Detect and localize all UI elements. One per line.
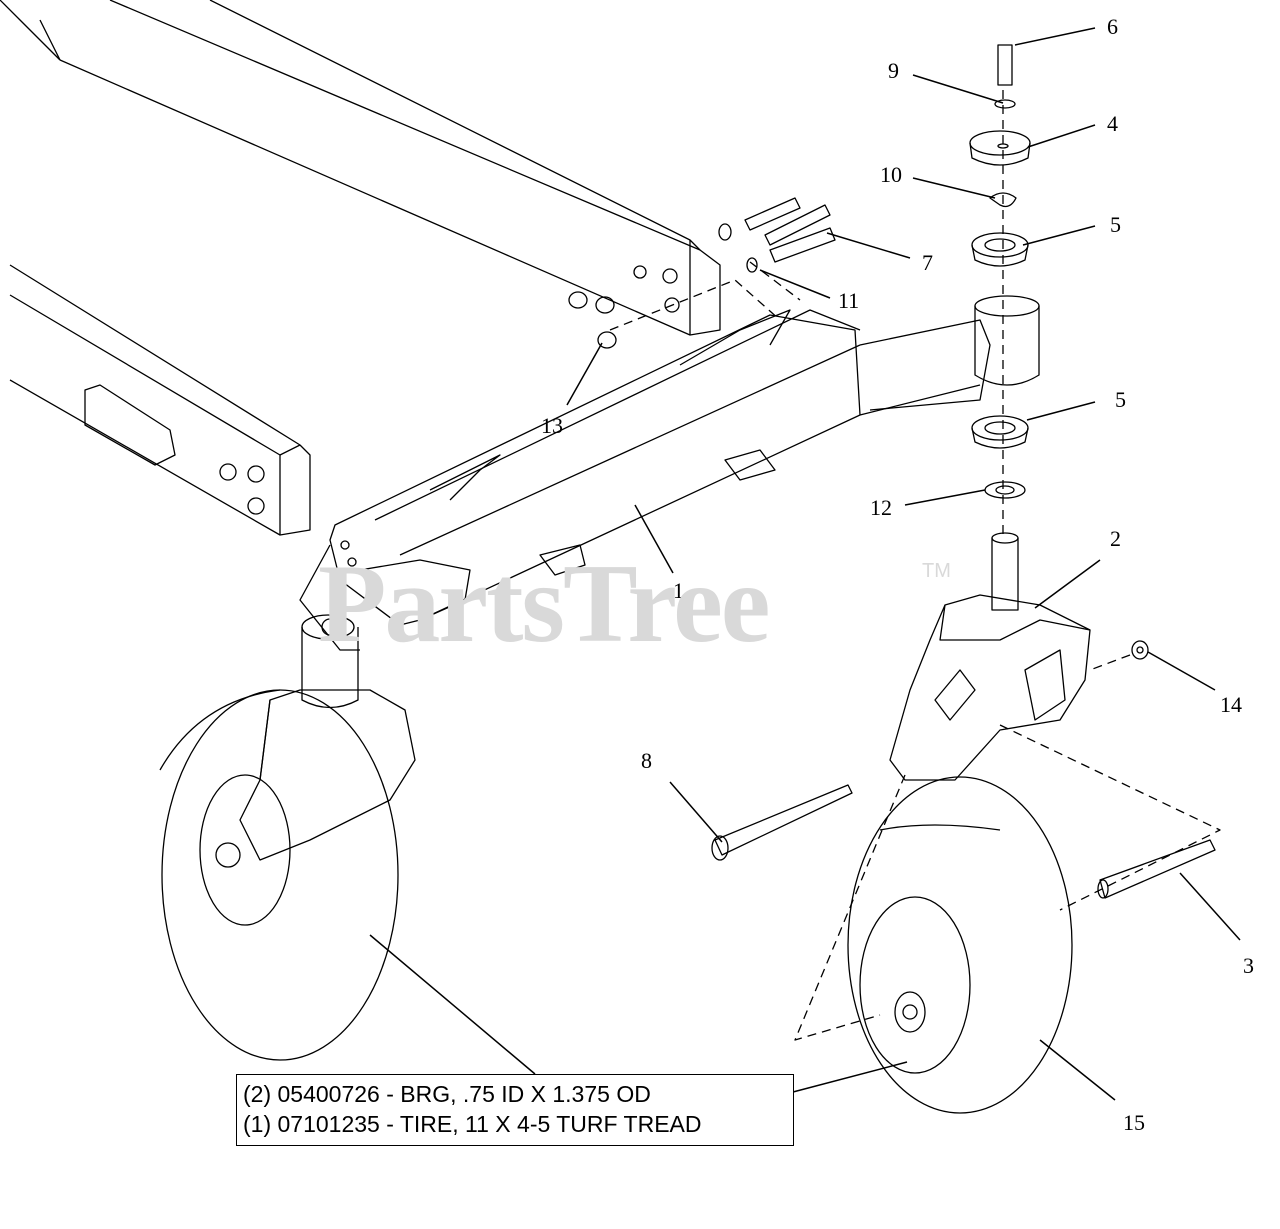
- assembly-dashed-lines: [609, 90, 1221, 1041]
- callout-12: 12: [870, 495, 892, 520]
- callout-5-lower: 5: [1115, 387, 1126, 412]
- callout-11: 11: [838, 288, 859, 313]
- callout-14: 14: [1220, 692, 1242, 717]
- callout-2: 2: [1110, 526, 1121, 551]
- frame-rails: [0, 0, 721, 536]
- axle-pin-spacer-washer: [711, 640, 1216, 899]
- frame-bolts: [219, 265, 680, 515]
- pivot-tube: [974, 295, 1040, 386]
- callout-1: 1: [673, 578, 684, 603]
- pivot-hardware-stack: [969, 44, 1031, 499]
- right-wheel: [847, 776, 1073, 1114]
- axle-bolts-washers-nuts: [568, 197, 836, 349]
- callout-labels: 6 9 4 10 5 7 11 5 13 12 2 1 14 8 3 15: [541, 14, 1254, 1135]
- callout-5-upper: 5: [1110, 212, 1121, 237]
- callout-9: 9: [888, 58, 899, 83]
- callout-6: 6: [1107, 14, 1118, 39]
- note-line-bearing: (2) 05400726 - BRG, .75 ID X 1.375 OD: [243, 1081, 651, 1107]
- right-caster-fork: [889, 532, 1091, 781]
- watermark-trademark: TM: [922, 560, 951, 582]
- callout-4: 4: [1107, 111, 1118, 136]
- callout-7: 7: [922, 250, 933, 275]
- callout-leaders: [369, 27, 1241, 1101]
- note-line-tire: (1) 07101235 - TIRE, 11 X 4-5 TURF TREAD: [243, 1111, 702, 1137]
- callout-15: 15: [1123, 1110, 1145, 1135]
- callout-8: 8: [641, 748, 652, 773]
- callout-10: 10: [880, 162, 902, 187]
- callout-13: 13: [541, 413, 563, 438]
- left-caster-assembly: [159, 614, 416, 1061]
- watermark-logo: PartsTree: [318, 542, 771, 666]
- front-axle-beam: [299, 309, 991, 651]
- parts-note-box: (2) 05400726 - BRG, .75 ID X 1.375 OD (1…: [236, 1074, 794, 1146]
- callout-3: 3: [1243, 953, 1254, 978]
